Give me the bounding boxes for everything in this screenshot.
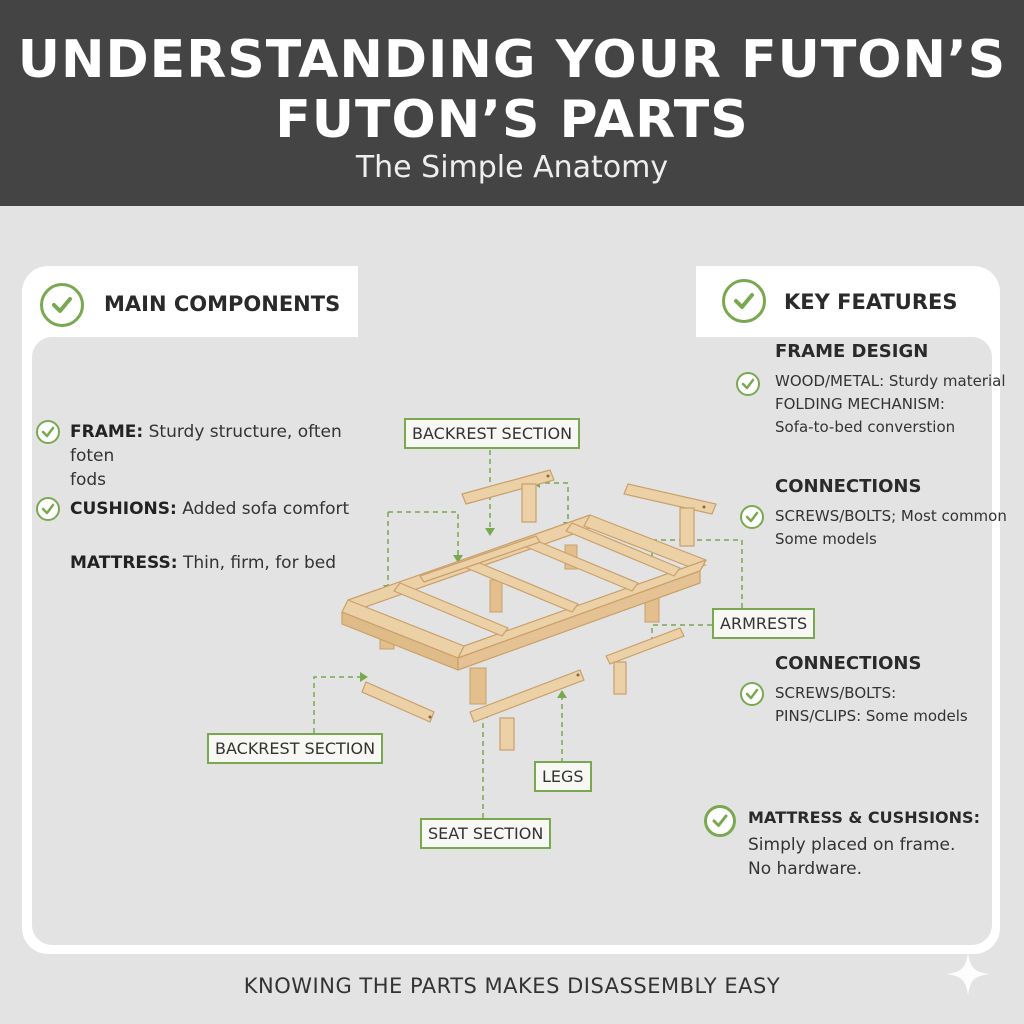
- mattress-term: MATTRESS:: [70, 553, 178, 573]
- leader-armrest-low: [651, 624, 712, 640]
- mattress-desc: Thin, firm, for bed: [182, 553, 337, 573]
- connections-heading-2: CONNECTIONS: [775, 653, 922, 674]
- check-circle-icon: [736, 372, 760, 396]
- backrest-post: [679, 507, 695, 547]
- key-features-title: KEY FEATURES: [784, 290, 958, 314]
- frame-design-heading: FRAME DESIGN: [775, 341, 929, 362]
- connections-2-line1: SCREWS/BOLTS:: [775, 684, 897, 702]
- label-backrest-bottom: BACKREST SECTION: [207, 733, 384, 764]
- check-circle-icon: [40, 283, 84, 327]
- mattress-cushions-heading: MATTRESS & CUSHSIONS:: [748, 808, 980, 827]
- label-backrest-top: BACKREST SECTION: [404, 418, 581, 449]
- frame-design-text: WOOD/METAL: Sturdy material FOLDING MECH…: [775, 370, 1015, 439]
- leader-frame-mid: [388, 511, 459, 555]
- cushions-term: CUSHIONS:: [70, 499, 177, 519]
- check-circle-icon: [36, 497, 60, 521]
- connections-1-line2: Some models: [775, 530, 877, 548]
- slat: [463, 558, 579, 613]
- frame-desc: Sturdy structure, often foten: [70, 422, 342, 466]
- leg: [489, 579, 503, 613]
- bolt-hole: [702, 505, 706, 509]
- frame-design-line1: WOOD/METAL: Sturdy material: [775, 372, 1006, 390]
- check-circle-icon: [36, 420, 60, 444]
- slat-cross: [419, 535, 541, 583]
- bolt-hole: [428, 715, 432, 719]
- backrest-bar-right: [623, 483, 717, 515]
- frame-side-front: [457, 570, 701, 671]
- panel-notch: [358, 260, 696, 350]
- mattress-cushions-line1: Simply placed on frame.: [748, 835, 956, 855]
- backrest-pieces: [461, 469, 717, 547]
- frame-design-line3: Sofa-to-bed converstion: [775, 418, 956, 436]
- frame-term: FRAME:: [70, 422, 144, 442]
- connections-text-1: SCREWS/BOLTS; Most common Some models: [775, 505, 1015, 551]
- connections-1-line1: SCREWS/BOLTS; Most common: [775, 507, 1007, 525]
- bolt-holes: [428, 474, 706, 719]
- check-circle-icon: [740, 682, 764, 706]
- check-circle-icon: [740, 505, 764, 529]
- loose-parts: [361, 627, 685, 751]
- leader-back-leg: [545, 482, 569, 522]
- frame-desc-2: fods: [70, 470, 107, 490]
- cushions-desc: Added sofa comfort: [182, 499, 350, 519]
- frame-design-line2: FOLDING MECHANISM:: [775, 395, 945, 413]
- check-circle-icon: [704, 805, 736, 837]
- leader-backrest-bottom: [313, 676, 360, 733]
- backrest-post: [521, 483, 537, 523]
- page-subtitle: The Simple Anatomy: [355, 150, 669, 185]
- seat-frame: [341, 514, 707, 671]
- mattress-cushions-text: Simply placed on frame. No hardware.: [748, 833, 988, 881]
- connections-heading-1: CONNECTIONS: [775, 476, 922, 497]
- slat: [393, 582, 509, 637]
- footer-tagline: KNOWING THE PARTS MAKES DISASSEMBLY EASY: [243, 974, 781, 998]
- check-circle-icon: [722, 279, 766, 323]
- slat: [565, 522, 681, 577]
- armrest-bar: [605, 627, 685, 665]
- connections-2-line2: PINS/CLIPS: Some models: [775, 707, 968, 725]
- loose-bar-left: [361, 681, 435, 723]
- seat-leg: [499, 717, 515, 751]
- seat-bar: [469, 669, 585, 723]
- header-banner: [0, 0, 1024, 206]
- armrest-leg: [613, 661, 627, 695]
- arrowhead: [453, 555, 463, 563]
- arrowhead: [557, 690, 567, 698]
- backrest-bar-left: [461, 469, 555, 505]
- page-title-line1: UNDERSTANDING YOUR FUTON’S: [17, 30, 1007, 90]
- frame-item: FRAME: Sturdy structure, often foten fod…: [70, 420, 390, 492]
- main-components-title: MAIN COMPONENTS: [104, 292, 341, 316]
- arrowhead: [485, 528, 495, 536]
- label-legs: LEGS: [534, 761, 592, 792]
- arrowhead: [360, 672, 368, 682]
- bolt-hole: [576, 673, 580, 677]
- connections-text-2: SCREWS/BOLTS: PINS/CLIPS: Some models: [775, 682, 1015, 728]
- cushions-item: CUSHIONS: Added sofa comfort: [70, 497, 349, 521]
- sparkle-icon: [946, 952, 990, 996]
- label-seat: SEAT SECTION: [420, 818, 552, 849]
- label-armrests: ARMRESTS: [712, 608, 816, 639]
- mattress-item: MATTRESS: Thin, firm, for bed: [70, 551, 336, 575]
- leg: [469, 667, 487, 705]
- page-title-line2: FUTON’S PARTS: [275, 90, 749, 150]
- bolt-hole: [546, 474, 550, 478]
- mattress-cushions-line2: No hardware.: [748, 859, 862, 879]
